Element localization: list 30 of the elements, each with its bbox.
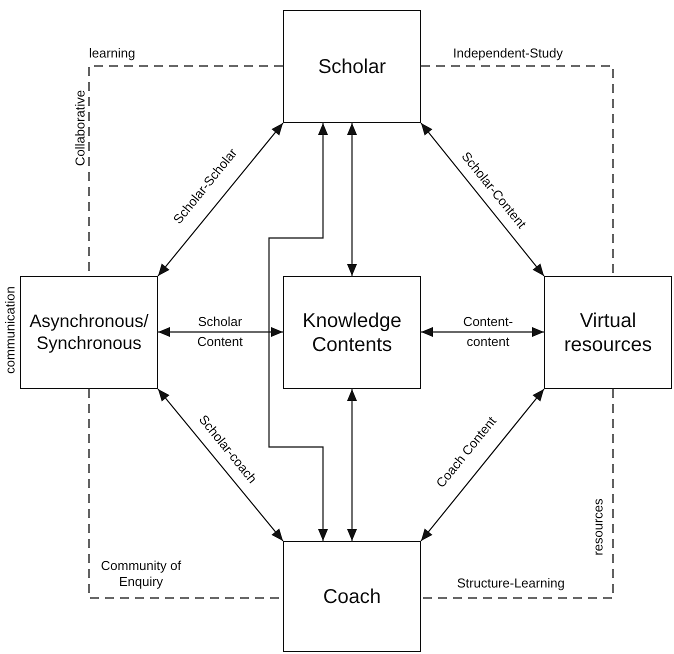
box [283, 541, 421, 652]
annotation-text: Collaborative [72, 90, 88, 166]
arrow [421, 327, 544, 337]
node-label: Knowledge Contents [302, 308, 402, 356]
arrow [158, 122, 284, 276]
dashed-connector [421, 389, 614, 599]
annotation-text: Community of Enquiry [100, 558, 182, 590]
node-label: Asynchronous/ Synchronous [29, 310, 149, 354]
side-label: communication [2, 286, 18, 374]
box [544, 276, 672, 389]
edge-label: Content- content [462, 313, 514, 351]
arrow [347, 123, 357, 276]
node-label: Scholar [318, 54, 386, 78]
arrow [268, 123, 328, 541]
node-label: Coach [323, 584, 381, 608]
arrow [158, 327, 283, 337]
box [20, 276, 158, 389]
dashed-connector [421, 65, 614, 276]
arrow [347, 389, 357, 541]
arrow [420, 388, 544, 542]
annotation-text: Structure-Learning [457, 576, 565, 590]
annotation-text: learning [89, 46, 136, 60]
annotation-text: resources [590, 498, 606, 556]
box [283, 276, 421, 389]
box [283, 10, 421, 123]
annotation-text: Independent-Study [453, 46, 563, 60]
arrow [158, 388, 284, 542]
node-label: Virtual resources [563, 308, 653, 356]
arrow [420, 122, 544, 276]
edge-label: Scholar Content [196, 313, 244, 351]
